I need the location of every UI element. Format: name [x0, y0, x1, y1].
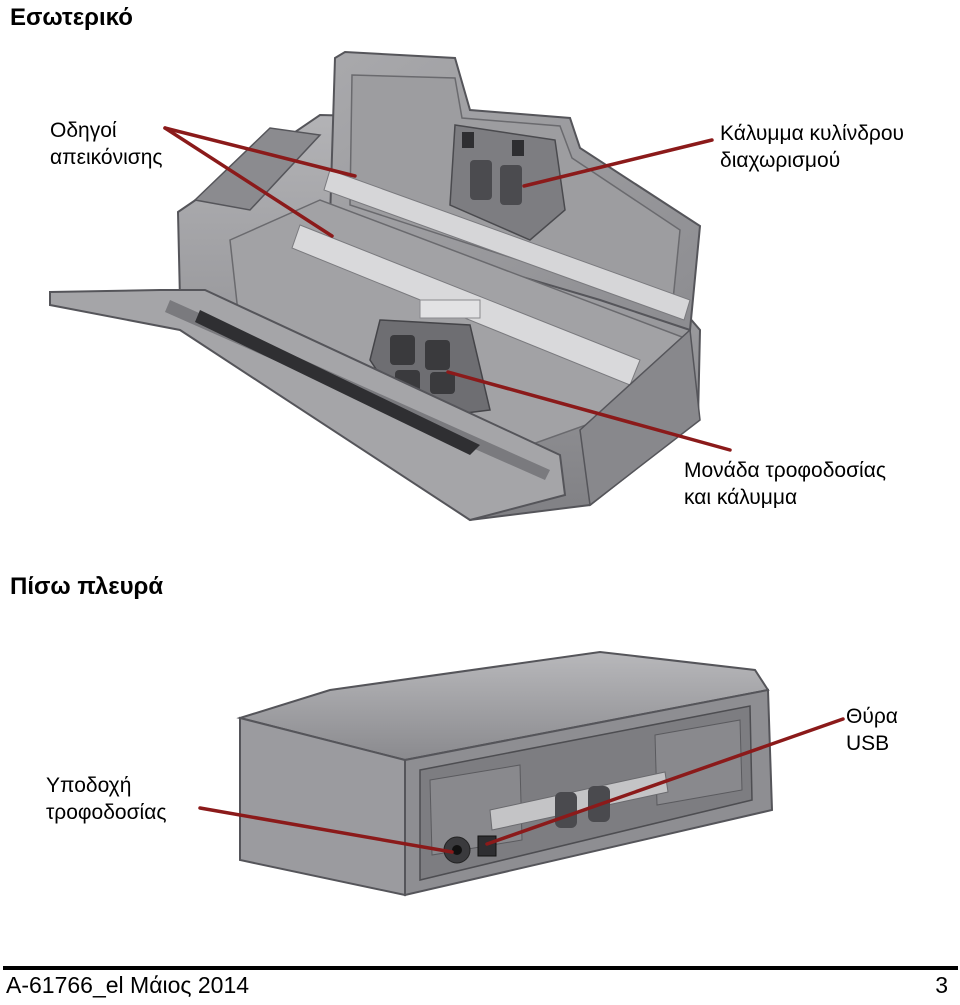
callout-usb-port: Θύρα USB: [846, 705, 898, 755]
callout-imaging-guides: Οδηγοί απεικόνισης: [50, 119, 163, 169]
leader-imaging-guides-upper: [163, 126, 357, 178]
section-title-interior: Εσωτερικό: [10, 4, 133, 31]
leader-power-port: [198, 806, 454, 854]
callout-separation-roller-cover: Κάλυμμα κυλίνδρου διαχωρισμού: [720, 122, 904, 172]
callout-feed-module-cover: Μονάδα τροφοδοσίας και κάλυμμα: [684, 459, 886, 509]
callout-power-port: Υποδοχή τροφοδοσίας: [46, 774, 167, 824]
footer-doc-id: A-61766_el Μάιος 2014: [6, 972, 250, 998]
footer-page-number: 3: [935, 972, 948, 998]
leader-usb-port: [485, 717, 845, 846]
usb-port-shape: [477, 835, 497, 857]
leader-lines: [163, 126, 845, 854]
input-tray: [49, 289, 567, 522]
leader-feed-module: [446, 370, 732, 452]
leader-separation-roller-cover: [522, 138, 714, 188]
leader-imaging-guides-lower: [163, 126, 334, 238]
scanner-back-drawing: [236, 650, 774, 897]
scanner-interior-drawing: [49, 50, 702, 522]
section-title-back: Πίσω πλευρά: [10, 573, 164, 600]
footer-rule: [3, 966, 958, 970]
